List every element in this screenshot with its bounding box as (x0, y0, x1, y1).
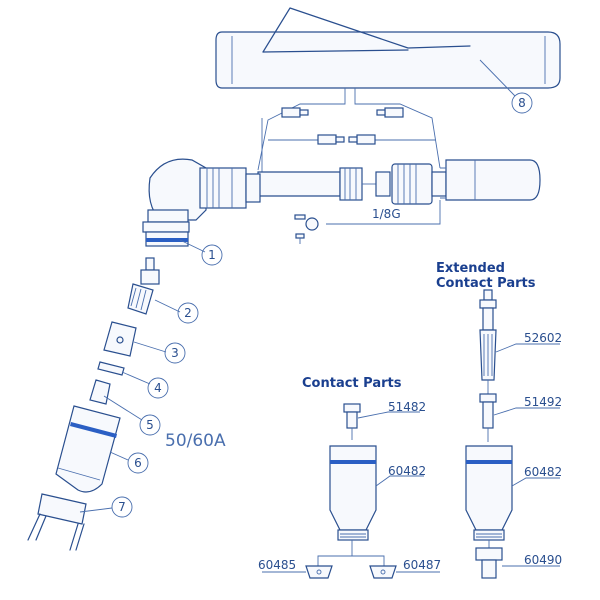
standoff-guide (27, 493, 87, 551)
nozzle (55, 405, 121, 493)
part-60482-extended: 60482 (524, 465, 562, 479)
electrode (127, 257, 160, 315)
cable-assembly (257, 88, 541, 244)
callout-circles: 1 2 3 4 5 6 7 8 (111, 92, 533, 518)
extended-parts-stack (465, 289, 513, 579)
part-52602: 52602 (524, 331, 562, 345)
callout-leaders (79, 59, 516, 513)
part-51492: 51492 (524, 395, 562, 409)
contact-parts-title: Contact Parts (302, 376, 402, 391)
callout-1: 1 (208, 248, 216, 262)
wire-gauge-label: 1/8G (372, 207, 401, 221)
amperage-label: 50/60A (165, 431, 226, 451)
torch-head (142, 158, 261, 247)
extended-title-line1: Extended (436, 261, 505, 276)
callout-7: 7 (118, 500, 126, 514)
part-60482-contact: 60482 (388, 464, 426, 478)
callout-3: 3 (171, 346, 179, 360)
callout-6: 6 (134, 456, 142, 470)
part-60485: 60485 (258, 558, 296, 572)
gas-distributor (103, 321, 137, 357)
o-ring (97, 361, 125, 376)
extended-title-line2: Contact Parts (436, 276, 536, 291)
callout-2: 2 (184, 306, 192, 320)
callout-4: 4 (154, 381, 162, 395)
contact-parts-stack (305, 403, 397, 579)
tip (89, 379, 111, 405)
part-51482: 51482 (388, 400, 426, 414)
callout-5: 5 (146, 418, 154, 432)
part-60487: 60487 (403, 558, 441, 572)
torch-handle (215, 7, 561, 89)
callout-8: 8 (518, 96, 526, 110)
part-60490: 60490 (524, 553, 562, 567)
